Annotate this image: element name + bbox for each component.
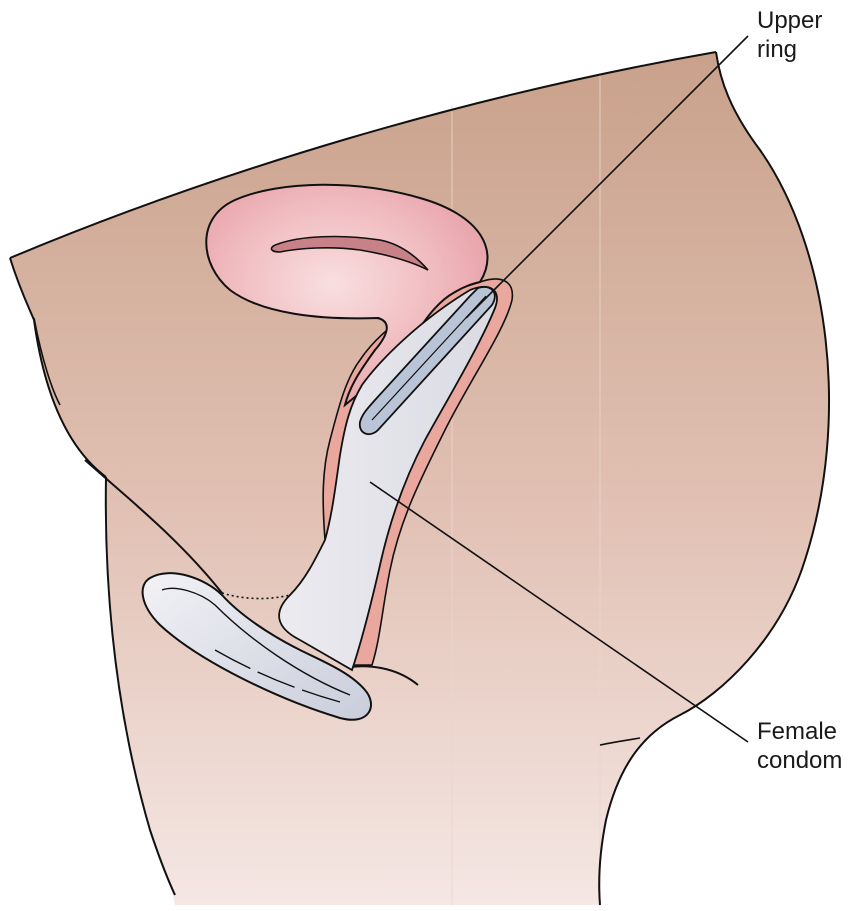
upper-ring-leader-line <box>465 35 749 319</box>
outer-ring-rim <box>214 649 341 703</box>
female-condom-leader-line <box>369 481 749 743</box>
outer-ring <box>141 572 372 721</box>
buttock-crease <box>33 317 61 406</box>
upper-ring-label-line-2: ring <box>757 36 798 63</box>
female-condom-label: Female condom <box>757 717 842 775</box>
body-outline-left <box>9 257 107 478</box>
female-condom-label-line-2: condom <box>757 747 843 774</box>
upper-ring-label-line-1: Upper <box>757 7 823 34</box>
uterine-cavity <box>270 235 429 271</box>
upper-ring-label: Upper ring <box>757 6 822 64</box>
groin-crease <box>599 737 641 746</box>
body-outline-top <box>9 51 717 259</box>
labia-line <box>349 665 419 686</box>
dotted-entry-line <box>221 592 291 600</box>
condom-sheath <box>278 286 498 672</box>
thigh-outline <box>104 476 176 896</box>
body-outline-right <box>598 51 830 906</box>
outer-ring-inner-edge <box>161 587 351 696</box>
perineum-line <box>84 459 223 594</box>
female-condom-label-line-1: Female <box>757 718 838 745</box>
